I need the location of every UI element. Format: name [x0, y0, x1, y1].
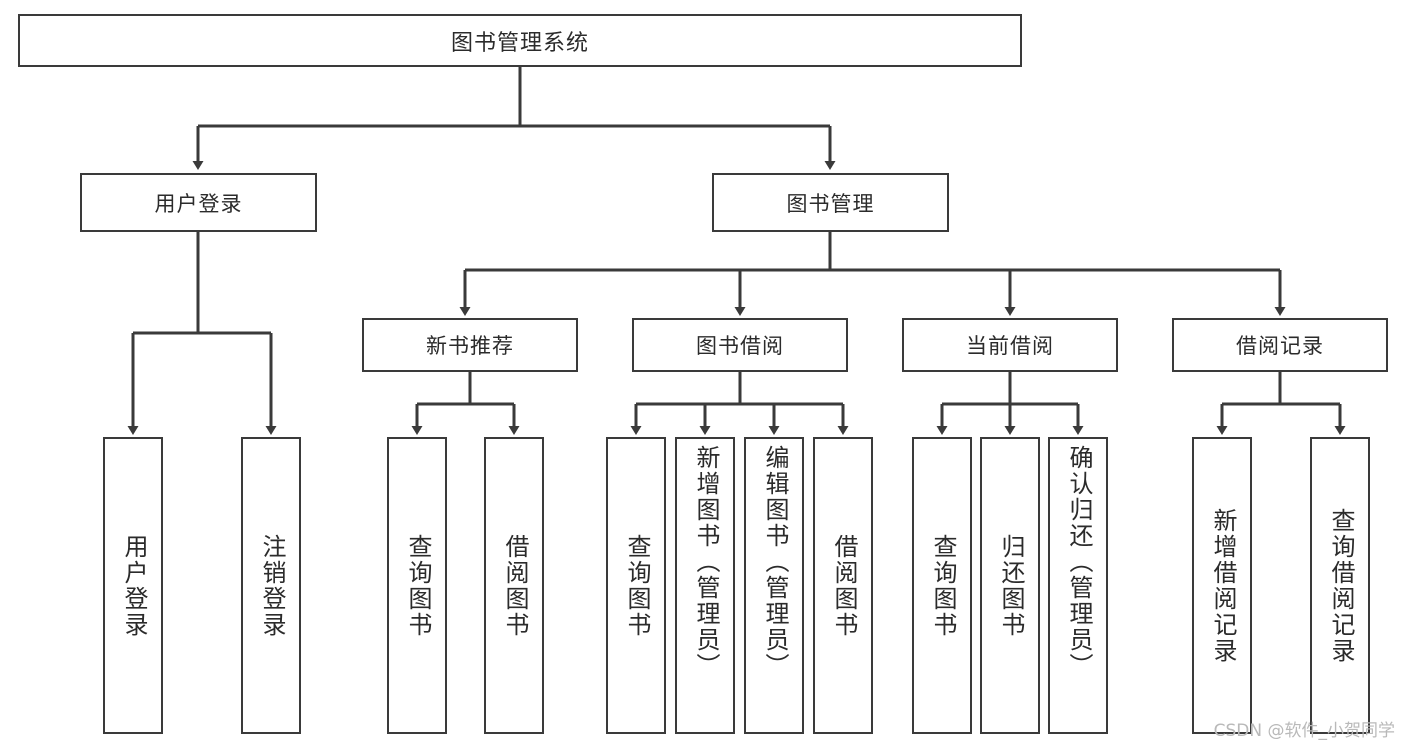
node-book-borrow[interactable]: 图书借阅	[632, 318, 848, 372]
leaf-current-borrow-return[interactable]: 归还图书	[980, 437, 1040, 734]
node-user-login[interactable]: 用户登录	[80, 173, 317, 232]
node-label: 借阅图书	[500, 533, 529, 638]
node-new-book-recommend[interactable]: 新书推荐	[362, 318, 578, 372]
leaf-user-login-signin[interactable]: 用户登录	[103, 437, 163, 734]
node-root-system[interactable]: 图书管理系统	[18, 14, 1022, 67]
watermark-text: CSDN @软件_小贺同学	[1213, 721, 1395, 741]
node-label: 图书借阅	[696, 334, 784, 358]
node-label: 确认归还（管理员）	[1064, 445, 1093, 679]
node-label: 归还图书	[996, 533, 1025, 638]
node-label: 新书推荐	[426, 334, 514, 358]
node-label: 借阅记录	[1236, 334, 1324, 358]
leaf-user-login-signout[interactable]: 注销登录	[241, 437, 301, 734]
node-label: 查询图书	[622, 533, 651, 638]
leaf-book-borrow-add[interactable]: 新增图书（管理员）	[675, 437, 735, 734]
leaf-new-book-query[interactable]: 查询图书	[387, 437, 447, 734]
node-label: 编辑图书（管理员）	[760, 445, 789, 679]
leaf-current-borrow-confirm-return[interactable]: 确认归还（管理员）	[1048, 437, 1108, 734]
leaf-borrow-record-add[interactable]: 新增借阅记录	[1192, 437, 1252, 734]
leaf-borrow-record-query[interactable]: 查询借阅记录	[1310, 437, 1370, 734]
node-label: 当前借阅	[966, 334, 1054, 358]
node-label: 用户登录	[154, 191, 243, 216]
node-label: 查询图书	[403, 533, 432, 638]
node-label: 图书管理	[786, 191, 875, 216]
node-label: 注销登录	[257, 533, 286, 638]
node-book-management[interactable]: 图书管理	[712, 173, 949, 232]
node-label: 图书管理系统	[450, 30, 589, 56]
node-borrow-record[interactable]: 借阅记录	[1172, 318, 1388, 372]
node-label: 查询图书	[928, 533, 957, 638]
node-label: 用户登录	[119, 533, 148, 638]
leaf-new-book-borrow[interactable]: 借阅图书	[484, 437, 544, 734]
leaf-book-borrow-lend[interactable]: 借阅图书	[813, 437, 873, 734]
node-label: 查询借阅记录	[1326, 507, 1355, 664]
node-label: 新增借阅记录	[1208, 507, 1237, 664]
leaf-book-borrow-query[interactable]: 查询图书	[606, 437, 666, 734]
leaf-book-borrow-edit[interactable]: 编辑图书（管理员）	[744, 437, 804, 734]
node-current-borrow[interactable]: 当前借阅	[902, 318, 1118, 372]
node-label: 新增图书（管理员）	[691, 445, 720, 679]
node-label: 借阅图书	[829, 533, 858, 638]
leaf-current-borrow-query[interactable]: 查询图书	[912, 437, 972, 734]
